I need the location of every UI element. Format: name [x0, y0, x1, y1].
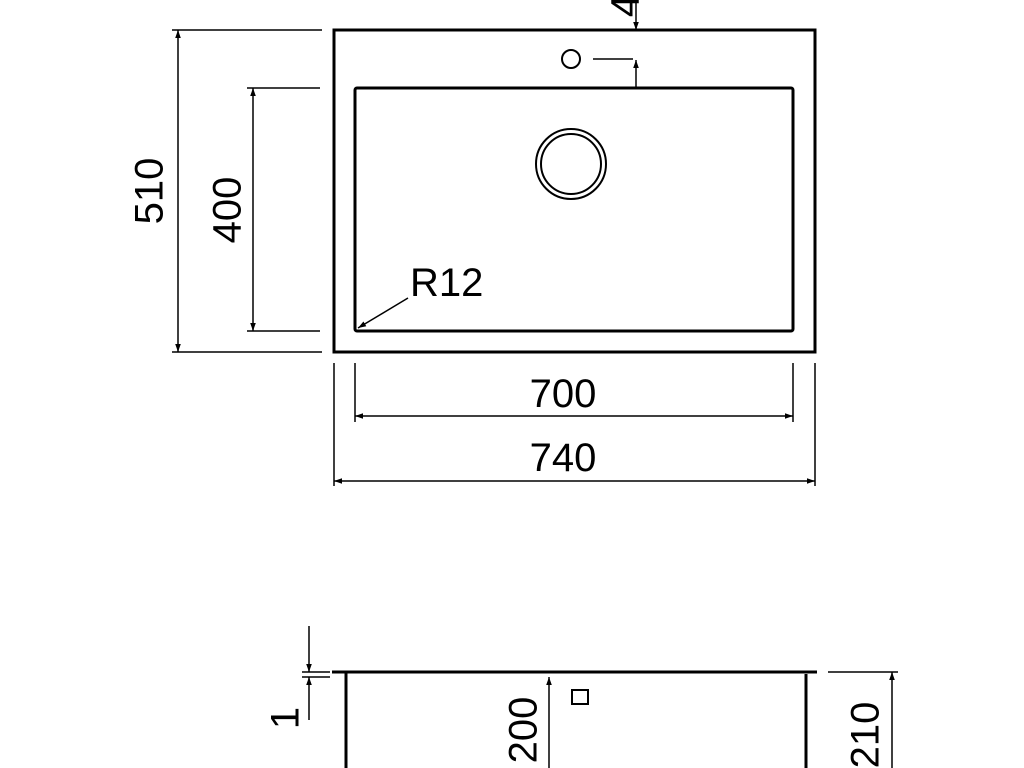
overflow-slot	[571, 689, 589, 705]
dimension-label-inner-width: 700	[530, 372, 597, 416]
dimension-label-total-depth: 210	[844, 702, 888, 768]
tap-hole	[561, 49, 581, 69]
dimension-label-outer-width: 740	[530, 436, 597, 480]
dimension-label-top-offset: 4	[604, 0, 648, 17]
sink-bowl-outline	[353, 86, 795, 333]
top-view: 4 510 400 R12 700	[128, 0, 817, 486]
dimension-label-corner-radius: R12	[410, 261, 483, 305]
dimension-rim-thickness: 1	[264, 626, 330, 729]
dimension-top-offset: 4	[604, 0, 648, 88]
dimension-bowl-depth: 200	[502, 677, 552, 768]
dimension-inner-height: 400	[206, 87, 320, 332]
dimension-label-rim-thickness: 1	[264, 707, 308, 729]
dimension-corner-radius: R12	[357, 261, 483, 329]
drain-outlet	[535, 128, 607, 200]
dimension-label-outer-height: 510	[128, 158, 172, 225]
dimension-outer-width: 740	[333, 363, 816, 486]
dimension-total-depth: 210	[828, 671, 898, 768]
sink-outer-outline	[332, 28, 817, 354]
dimension-label-bowl-depth: 200	[502, 697, 546, 764]
side-view: 1 200 210	[264, 626, 898, 768]
dimension-inner-width: 700	[354, 363, 794, 422]
dimension-label-inner-height: 400	[206, 177, 250, 244]
dimension-outer-height: 510	[128, 29, 322, 353]
